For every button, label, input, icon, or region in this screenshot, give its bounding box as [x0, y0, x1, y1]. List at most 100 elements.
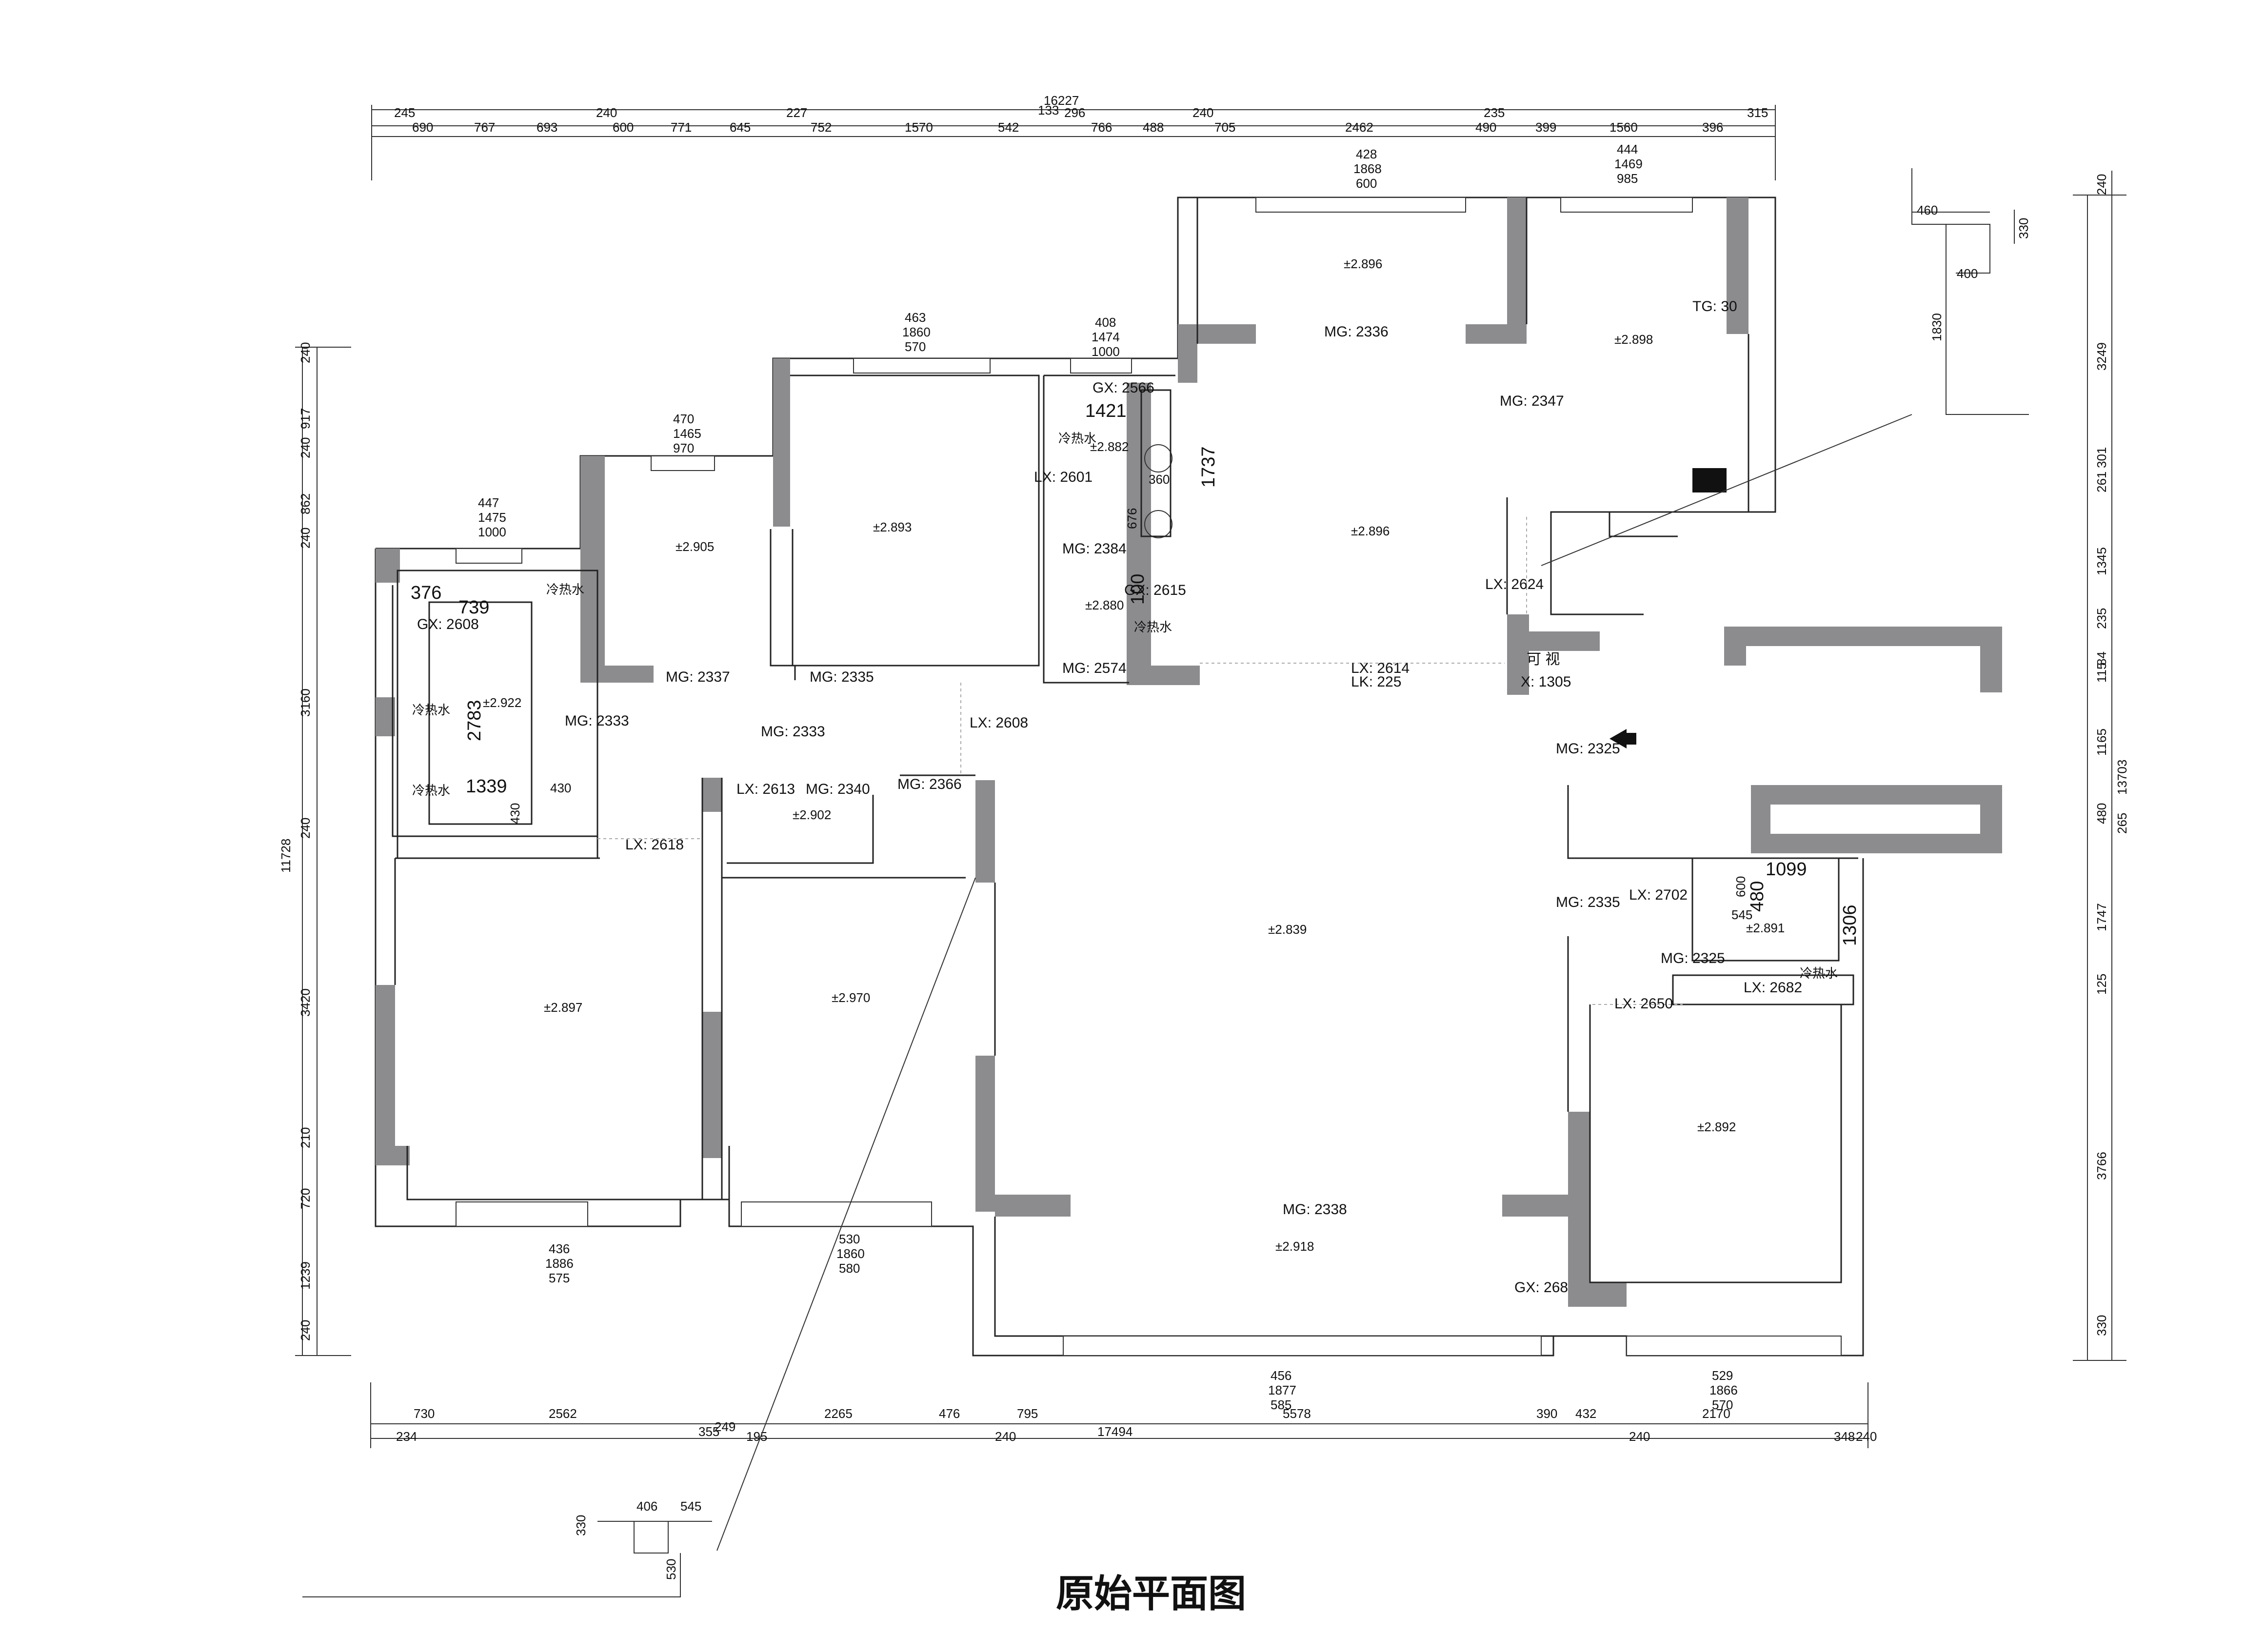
dim-bottom-inner-7: 432 [1575, 1406, 1596, 1421]
window-w9-line0: 456 [1271, 1368, 1291, 1383]
dim-top-inner-10: 766 [1091, 120, 1112, 135]
top-dimension-strip: 245 240 227 16227 133 240 235 315 690 76… [371, 93, 1776, 180]
dim-right-1: 3249 [2094, 342, 2109, 371]
window-w3-line1: 1860 [902, 325, 931, 339]
elevation-mark: ±2.891 [1746, 921, 1785, 935]
dim-top-outer-0: 245 [394, 105, 415, 120]
elevation-mark: ±2.897 [544, 1000, 582, 1015]
window-w9-line1: 1877 [1268, 1383, 1296, 1397]
dim-left-10: 1239 [298, 1261, 313, 1290]
dim-top-outer-1: 240 [596, 105, 617, 120]
dim-right-6: 84 [2094, 651, 2109, 666]
label-lx2601: LX: 2601 [1034, 469, 1093, 485]
dim-bottom-inner-1: 2562 [549, 1406, 577, 1421]
right-dimension-strip: 240 3249 261 301 1345 235 84 115 1165 13… [2073, 171, 2129, 1361]
opening-labels: MG: 2336 MG: 2347 GX: 2566 LX: 2601 MG: … [412, 298, 1838, 1296]
elevation-mark: ±2.892 [1697, 1120, 1736, 1134]
label-mg2384: MG: 2384 [1062, 541, 1127, 557]
dim-top-inner-1: 767 [474, 120, 495, 135]
room-dim: 1099 [1766, 859, 1807, 880]
elevation-mark: ±2.896 [1344, 256, 1382, 271]
window-w8-line2: 580 [839, 1261, 860, 1276]
dim-bottom-inner-3: 476 [939, 1406, 960, 1421]
dim-bottom-inner-4: 795 [1017, 1406, 1038, 1421]
dim-right-11: 1747 [2094, 903, 2109, 931]
room-dim: 1737 [1198, 446, 1219, 488]
room-dim: 100 [1128, 574, 1148, 605]
window-w8-line0: 530 [839, 1232, 860, 1246]
label-gx2566: GX: 2566 [1093, 380, 1154, 396]
elevation-mark: ±2.880 [1085, 598, 1124, 612]
window-w4-line0: 408 [1095, 315, 1116, 330]
label-lx2613: LX: 2613 [736, 781, 795, 797]
label-pipe: 冷热水 [412, 703, 450, 717]
dim-right-7: 115 [2094, 663, 2109, 683]
dim-right-4: 1345 [2094, 547, 2109, 575]
label-mg2574: MG: 2574 [1062, 660, 1127, 676]
window-w5-line2: 600 [1356, 176, 1377, 191]
label-lx2682: LX: 2682 [1744, 980, 1802, 996]
room-dim: 2783 [464, 700, 485, 741]
label-mg2338: MG: 2338 [1283, 1201, 1347, 1218]
dim-top-outer-5: 235 [1484, 105, 1505, 120]
dim-right-0: 240 [2094, 174, 2109, 195]
window-w10-line1: 1866 [1709, 1383, 1738, 1397]
dim-top-inner-13: 2462 [1345, 120, 1373, 135]
window-w3-line0: 463 [905, 310, 926, 325]
label-lx2624: LX: 2624 [1485, 576, 1544, 592]
dim-top-outer-4: 240 [1192, 105, 1213, 120]
inset-bl-dim-0: 330 [574, 1515, 588, 1536]
room-dimensions: 376 739 2783 1339 430 430 1421 1737 360 … [411, 401, 1860, 946]
window-w2-line0: 470 [673, 412, 694, 426]
dim-top-inner-5: 645 [730, 120, 751, 135]
dim-top-inner-4: 771 [671, 120, 692, 135]
window-w4-line2: 1000 [1092, 344, 1120, 359]
dim-left-1: 917 [298, 408, 313, 429]
dim-top-inner-17: 396 [1702, 120, 1723, 135]
dim-top-inner-16: 1560 [1609, 120, 1638, 135]
elevation-mark: ±2.839 [1268, 922, 1307, 937]
inset-tr-dim-2: 400 [1957, 266, 1978, 281]
label-mg2325a: MG: 2325 [1556, 741, 1620, 757]
room-dim: 600 [1733, 876, 1748, 897]
window-w5-line1: 1868 [1353, 161, 1382, 176]
elevation-mark: ±2.893 [873, 520, 912, 534]
room-dim: 430 [508, 803, 522, 824]
dim-top-inner-7: 1570 [905, 120, 933, 135]
label-kx1305: X: 1305 [1521, 674, 1571, 690]
dim-left-7: 3420 [298, 988, 313, 1017]
room-dim: 1306 [1840, 905, 1860, 946]
elevation-mark: ±2.918 [1275, 1239, 1314, 1254]
dim-bottom-inner-6: 390 [1536, 1406, 1557, 1421]
room-dim: 739 [458, 597, 489, 618]
dim-bottom-outer-5: 17494 [1097, 1424, 1132, 1439]
label-mg2337: MG: 2337 [666, 669, 730, 685]
elevation-mark: ±2.882 [1090, 439, 1129, 454]
bottom-dimension-strip: 730 2562 2265 476 795 5578 390 432 2170 … [370, 1382, 1877, 1448]
drawing-title: 原始平面图 [1056, 1572, 1246, 1615]
dim-top-total: 16227 [1044, 93, 1079, 108]
window-w3-line2: 570 [905, 339, 926, 354]
dim-left-9: 720 [298, 1188, 313, 1209]
dim-left-total: 11728 [278, 839, 293, 873]
inset-bl-dim-3: 530 [664, 1559, 678, 1580]
room-dim: 360 [1149, 472, 1170, 487]
window-w4-line1: 1474 [1092, 330, 1120, 344]
label-lx2608: LX: 2608 [970, 715, 1028, 731]
label-lx2702: LX: 2702 [1629, 887, 1688, 903]
room-dim: 545 [1731, 907, 1752, 922]
dim-bottom-inner-2: 2265 [824, 1406, 853, 1421]
dim-right-12: 125 [2094, 974, 2109, 995]
label-lx2650: LX: 2650 [1614, 996, 1673, 1012]
dim-bottom-outer-8: 240 [1856, 1429, 1877, 1444]
window-labels: 447 1475 1000 470 1465 970 463 1860 570 … [478, 142, 1738, 1412]
elevation-mark: ±2.896 [1351, 524, 1390, 538]
room-dim: 676 [1125, 508, 1139, 529]
inset-top-right: 460 330 400 1830 [1541, 168, 2031, 566]
dim-top-inner-8: 542 [998, 120, 1019, 135]
label-mg2347: MG: 2347 [1500, 393, 1564, 409]
label-pipe: 冷热水 [1134, 620, 1172, 634]
room-dim: 376 [411, 583, 441, 603]
dim-bottom-inner-0: 730 [414, 1406, 435, 1421]
